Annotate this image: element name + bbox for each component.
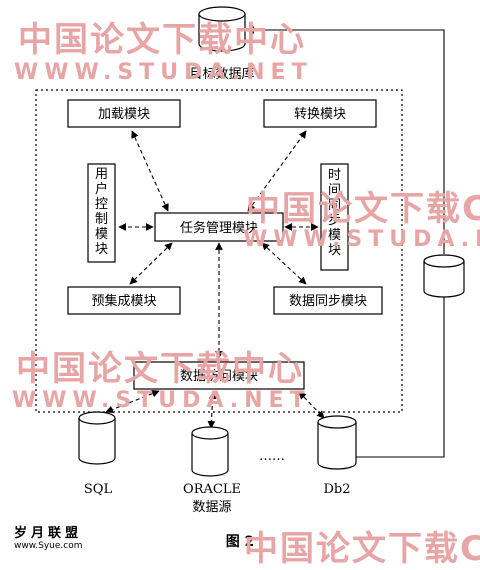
oracle-label-line1: ORACLE [183, 482, 241, 497]
load-module-box [67, 99, 181, 128]
data-sync-module-box [273, 286, 383, 315]
time-sync-module-label: 时间同步模块 [327, 168, 341, 258]
task-mgmt-module-box [154, 212, 284, 242]
watermark-text-bottom: 中国论文下载C [244, 529, 480, 569]
convert-module-label: 转换模块 [294, 107, 346, 122]
line-db2-to-staging [355, 297, 445, 458]
ellipsis-label: …… [259, 449, 285, 464]
watermark-text-middle: 中国论文下载C [246, 189, 480, 229]
arrow-access-sql [105, 389, 160, 414]
site-logo: 岁月联盟 www.Syue.com [14, 522, 82, 551]
oracle-label-line2: 数据源 [192, 500, 231, 515]
data-sync-module-label: 数据同步模块 [289, 294, 367, 309]
arrow-access-db2 [298, 391, 325, 419]
time-sync-module-box [320, 163, 349, 271]
diagram-canvas: 目标数据库 加载模块 转换模块 任务管理模块 预集成模块 数据同步模块 数据访问… [35, 6, 465, 550]
load-module-label: 加载模块 [98, 107, 150, 122]
data-access-module-box [133, 361, 305, 390]
pre-collect-module-label: 预集成模块 [91, 293, 156, 309]
arrow-task-datasync [261, 242, 307, 285]
user-control-module-box [87, 163, 116, 263]
watermark-text-lower: 中国论文下载中心 [16, 349, 304, 389]
pre-collect-module-box [67, 286, 181, 315]
watermark-text-top: 中国论文下载中心 [18, 20, 306, 60]
arrow-access-oracle [207, 391, 217, 429]
architecture-diagram: 目标数据库 加载模块 转换模块 任务管理模块 预集成模块 数据同步模块 数据访问… [12, 6, 480, 569]
db2-database-icon [317, 415, 357, 470]
data-access-module-label: 数据访问模块 [180, 369, 258, 384]
target-database-icon [198, 6, 246, 52]
arrow-task-precollect [129, 242, 173, 285]
arrow-task-load [131, 130, 169, 212]
task-mgmt-module-label: 任务管理模块 [180, 220, 258, 236]
watermark-url-middle: WWW.STUDA.I [243, 227, 480, 252]
arrow-task-convert [247, 130, 307, 212]
oracle-database-icon [191, 426, 229, 477]
site-logo-url: www.Syue.com [14, 541, 83, 551]
watermark-url-lower: WWW.STUDA.NET [12, 388, 311, 413]
db2-label: Db2 [323, 482, 350, 497]
convert-module-box [263, 99, 377, 128]
line-staging-to-target [246, 26, 445, 254]
sql-database-icon [78, 411, 116, 465]
staging-database-icon [423, 254, 465, 298]
watermark-url-top: WWW.STUDA.NET [14, 60, 313, 85]
site-logo-name: 岁月联盟 [14, 526, 83, 541]
target-database-label: 目标数据库 [189, 66, 254, 82]
user-control-module-label: 用户控制模块 [94, 167, 108, 257]
system-boundary [35, 89, 403, 413]
sql-label: SQL [84, 482, 113, 497]
figure-caption: 图 2 [226, 534, 255, 550]
